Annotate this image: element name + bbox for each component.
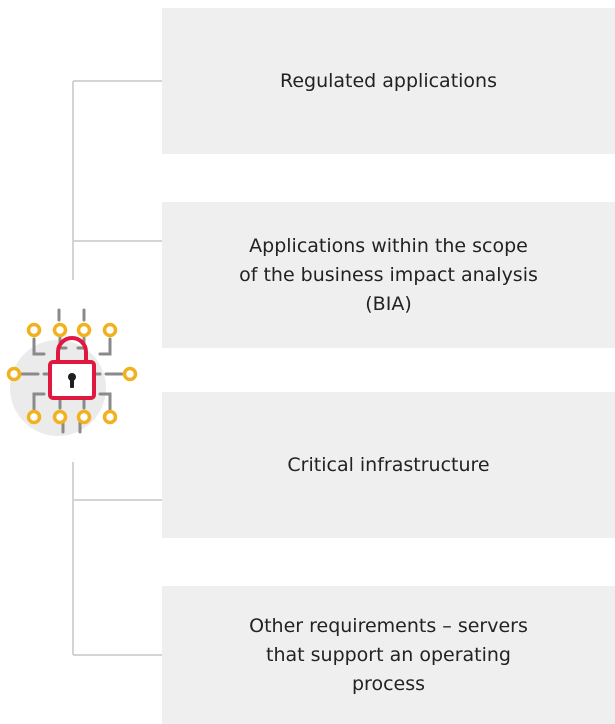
item-label-critical-infrastructure: Critical infrastructure: [287, 453, 490, 476]
item-label-bia-applications: Applications within the scope of the bus…: [239, 234, 538, 315]
item-box-critical-infrastructure: Critical infrastructure: [162, 392, 615, 538]
item-label-regulated-applications: Regulated applications: [279, 69, 497, 92]
item-box-bia-applications: Applications within the scope of the bus…: [162, 202, 615, 348]
keyhole: [68, 373, 76, 388]
item-box-regulated-applications: Regulated applications: [162, 8, 615, 154]
item-box-other-requirements: Other requirements – servers that suppor…: [162, 586, 615, 724]
circuit-nodes: [6, 322, 138, 425]
circuit-lock-icon: [6, 308, 138, 436]
item-label-other-requirements: Other requirements – servers that suppor…: [249, 614, 528, 695]
